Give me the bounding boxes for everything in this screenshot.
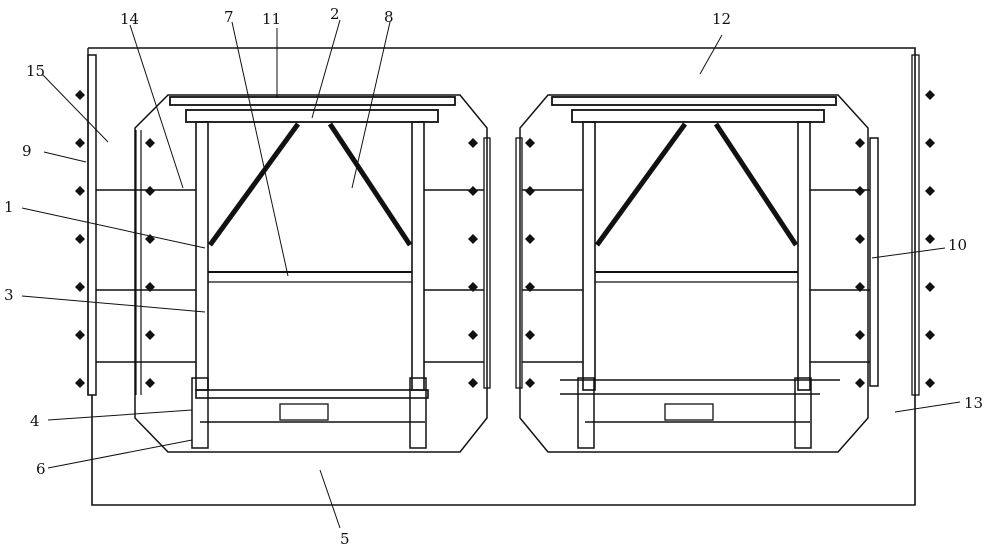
bolt-marker [925,186,935,196]
bolt-marker [525,186,535,196]
bolt-marker [468,378,478,388]
label-8: 8 [384,8,394,26]
label-5: 5 [340,530,350,548]
wall-bolts [75,90,935,388]
bolt-marker [855,282,865,292]
bolt-marker [75,186,85,196]
bolt-marker [468,234,478,244]
right-truss-frame [551,96,840,449]
bolt-marker [75,234,85,244]
bolt-marker [525,330,535,340]
bolt-marker [75,330,85,340]
bolt-marker [925,138,935,148]
bolt-marker [75,138,85,148]
bolt-marker [525,234,535,244]
label-6: 6 [36,460,46,478]
bolt-marker [468,186,478,196]
bolt-marker [468,282,478,292]
bolt-marker [855,138,865,148]
label-2: 2 [330,5,340,23]
label-13: 13 [964,394,983,412]
bolt-marker [145,186,155,196]
bolt-marker [855,234,865,244]
bolt-marker [855,330,865,340]
bolt-marker [925,282,935,292]
right-cell-outline [519,94,869,453]
middle-wall-frame [483,137,523,389]
bolt-marker [75,378,85,388]
bolt-marker [468,138,478,148]
tie-rods [96,189,870,363]
bolt-marker [855,186,865,196]
bolt-marker [525,138,535,148]
bolt-marker [925,234,935,244]
label-7: 7 [224,8,234,26]
outer-casing [87,47,916,506]
label-12: 12 [712,10,731,28]
left-cell-outline [134,94,488,453]
bolt-marker [145,138,155,148]
bolt-marker [925,330,935,340]
label-3: 3 [4,286,14,304]
bolt-marker [145,282,155,292]
label-9: 9 [22,142,32,160]
bolt-marker [145,330,155,340]
left-truss-frame [169,96,456,449]
label-11: 11 [262,10,281,28]
bolt-marker [925,90,935,100]
bolt-marker [75,282,85,292]
reference-numerals: 1 2 3 4 5 6 7 8 9 10 11 12 13 14 15 [4,5,983,548]
label-10: 10 [948,236,967,254]
left-outer-wall-frame [87,54,142,396]
bolt-marker [145,378,155,388]
label-14: 14 [120,10,139,28]
right-outer-wall-frame [869,54,920,396]
label-4: 4 [30,412,40,430]
bolt-marker [468,330,478,340]
bolt-marker [925,378,935,388]
label-15: 15 [26,62,45,80]
bolt-marker [75,90,85,100]
bolt-marker [525,282,535,292]
leader-lines [21,19,961,529]
bolt-marker [525,378,535,388]
label-1: 1 [4,198,14,216]
bolt-marker [855,378,865,388]
